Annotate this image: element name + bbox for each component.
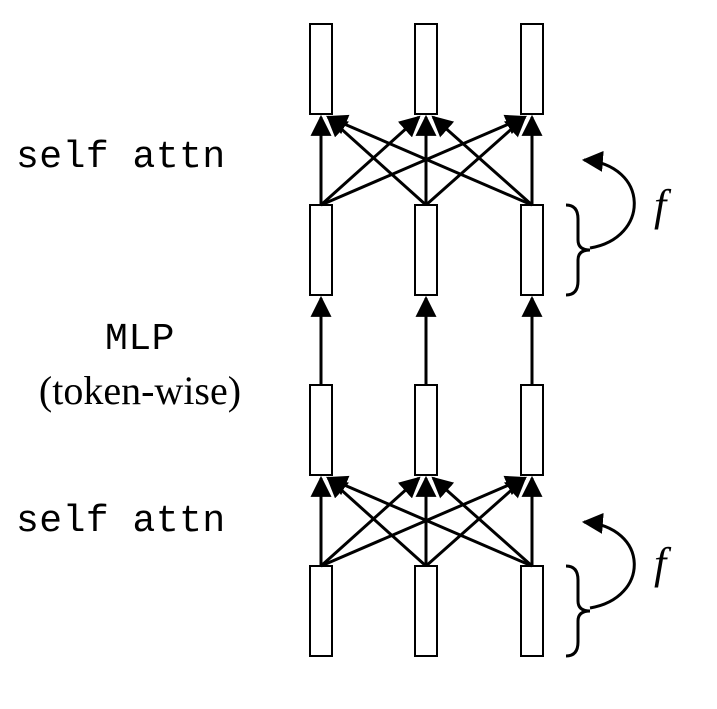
attn-arrow-top-from2-to3 [425, 115, 527, 207]
attn-arrow-bottom-from3-to1 [326, 475, 533, 568]
attn-arrow-bottom-from3-to2 [431, 476, 533, 568]
attn-arrow-bottom-from2-to3 [425, 476, 527, 568]
brace-bottom [565, 564, 591, 658]
attn-arrow-top-from1-to2 [319, 115, 421, 207]
token-box-layer4-col1 [309, 565, 333, 657]
function-braces [565, 150, 636, 658]
attention-arrows [310, 114, 543, 568]
curved-arrow-bottom [581, 512, 636, 610]
token-box-layer1-col3 [520, 23, 544, 115]
token-box-layer3-col3 [520, 384, 544, 476]
token-box-layer1-col1 [309, 23, 333, 115]
self-attn-label-top: self attn [16, 136, 226, 179]
mlp-subtitle-label: (token-wise) [38, 368, 242, 413]
attn-arrow-bottom-from1-to3 [320, 475, 527, 568]
attn-arrow-top-from3-to1 [326, 114, 533, 207]
token-box-layer3-col1 [309, 384, 333, 476]
token-boxes [309, 23, 544, 657]
curved-arrow-top [581, 150, 636, 250]
attn-arrow-top-from3-to2 [431, 115, 533, 207]
attn-arrow-bottom-from1-to2 [319, 476, 421, 568]
attn-arrow-top-from2-to1 [326, 115, 428, 207]
mlp-arrows [310, 295, 543, 385]
function-label-top: f [654, 181, 667, 230]
attn-arrow-top-from1-to3 [320, 114, 527, 207]
token-box-layer2-col3 [520, 204, 544, 296]
attn-arrow-bottom-from2-to1 [326, 476, 428, 568]
token-box-layer3-col2 [414, 384, 438, 476]
token-box-layer4-col2 [414, 565, 438, 657]
token-box-layer1-col2 [414, 23, 438, 115]
token-box-layer4-col3 [520, 565, 544, 657]
function-label-bottom: f [654, 539, 667, 588]
token-box-layer2-col2 [414, 204, 438, 296]
mlp-label: MLP [105, 318, 175, 361]
token-box-layer2-col1 [309, 204, 333, 296]
self-attn-label-bottom: self attn [16, 500, 226, 543]
brace-top [565, 203, 591, 297]
